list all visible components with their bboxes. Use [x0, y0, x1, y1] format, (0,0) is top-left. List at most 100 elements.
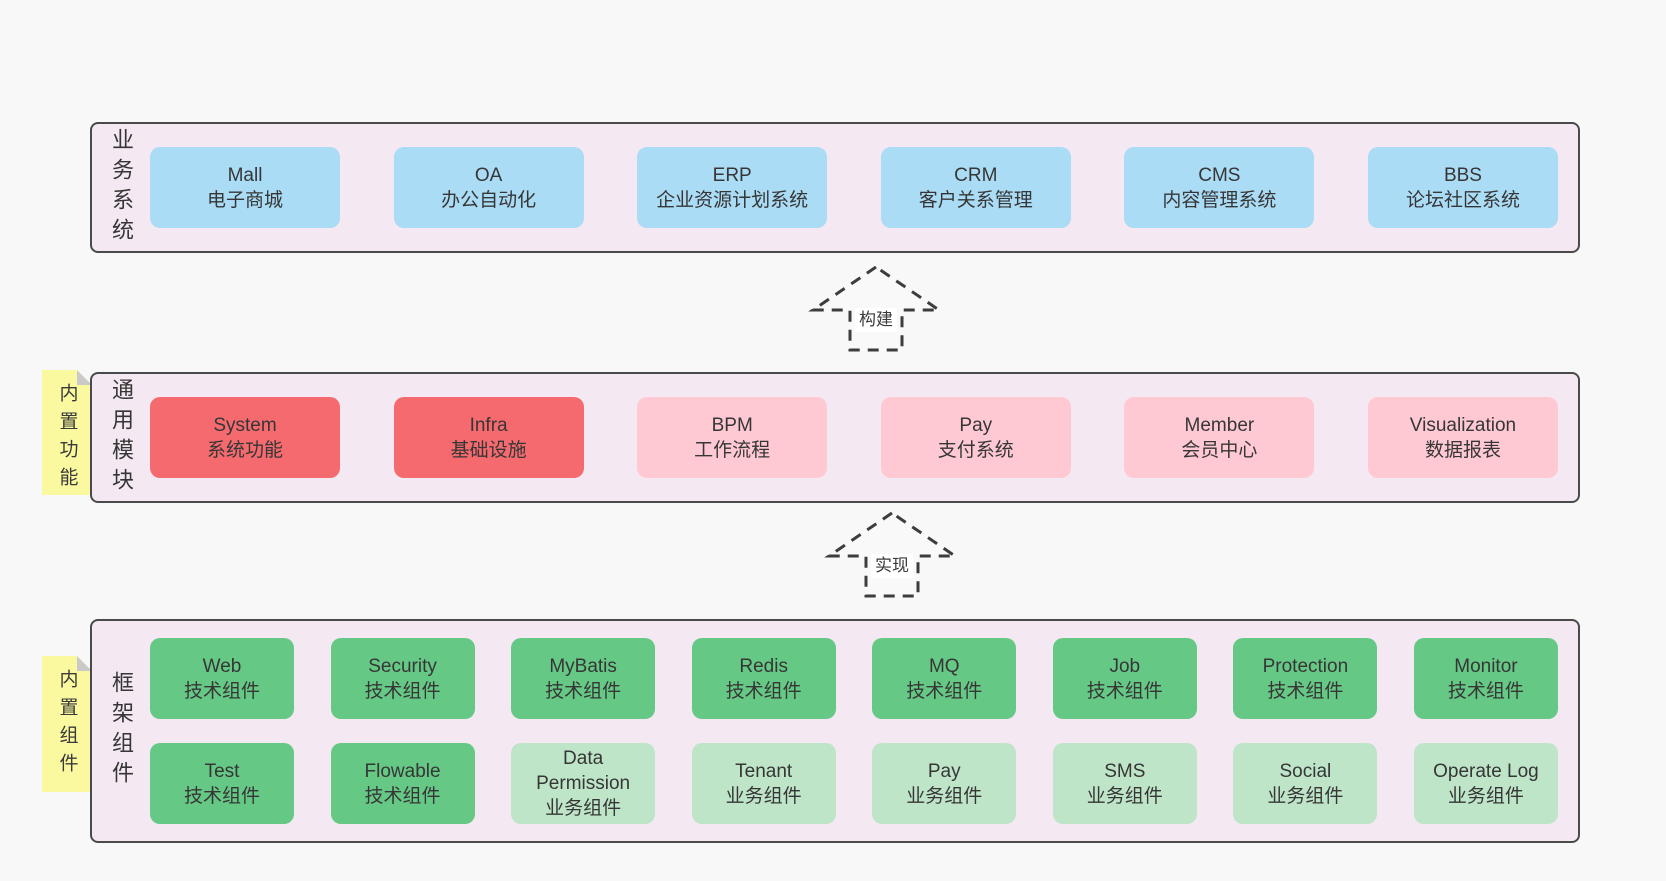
box-title: Visualization	[1409, 414, 1517, 436]
box-title: Web	[202, 655, 242, 677]
box-subtitle: 论坛社区系统	[1405, 189, 1520, 211]
note-built-in-features: 内置功能	[42, 370, 92, 495]
box-subtitle: 业务组件	[1447, 785, 1524, 807]
section-rows: Mall 电子商城 OA 办公自动化 ERP 企业资源计划系统 CRM 客户关系…	[150, 124, 1578, 251]
section-label: 通用模块	[109, 377, 134, 498]
box-subtitle: 电子商城	[206, 189, 283, 211]
box-subtitle: 技术组件	[725, 680, 802, 702]
box-pay-module: Pay 支付系统	[880, 397, 1071, 478]
box-job: Job 技术组件	[1052, 638, 1197, 719]
box-title: Job	[1109, 655, 1141, 677]
box-subtitle: 企业资源计划系统	[656, 189, 809, 211]
box-row: Mall 电子商城 OA 办公自动化 ERP 企业资源计划系统 CRM 客户关系…	[150, 147, 1558, 228]
box-subtitle: 客户关系管理	[918, 189, 1033, 211]
box-subtitle: 数据报表	[1424, 439, 1501, 461]
note-built-in-components: 内置组件	[42, 656, 92, 792]
section-label-column: 框架组件	[92, 621, 150, 841]
box-bbs: BBS 论坛社区系统	[1367, 147, 1558, 228]
box-title: ERP	[712, 164, 752, 186]
section-rows: Web 技术组件 Security 技术组件 MyBatis 技术组件 Redi…	[150, 621, 1578, 841]
box-title: Test	[204, 760, 240, 782]
box-title: MQ	[928, 655, 960, 677]
box-infra: Infra 基础设施	[393, 397, 584, 478]
box-title: System	[213, 414, 277, 436]
box-crm: CRM 客户关系管理	[880, 147, 1071, 228]
box-tenant: Tenant 业务组件	[691, 743, 836, 824]
box-operate-log: Operate Log 业务组件	[1413, 743, 1558, 824]
arrow-build: 构建	[801, 262, 951, 354]
note-label: 内置组件	[56, 669, 78, 781]
box-title: Operate Log	[1433, 760, 1539, 782]
box-protection: Protection 技术组件	[1233, 638, 1378, 719]
section-label: 业务系统	[109, 127, 134, 248]
section-rows: System 系统功能 Infra 基础设施 BPM 工作流程 Pay 支付系统…	[150, 374, 1578, 501]
section-business-systems: 业务系统 Mall 电子商城 OA 办公自动化 ERP 企业资源计划系统 CRM…	[90, 122, 1580, 253]
box-title: Redis	[739, 655, 788, 677]
note-label: 内置功能	[56, 383, 78, 495]
box-title: Mall	[227, 164, 263, 186]
box-title: Infra	[469, 414, 508, 436]
box-subtitle: 办公自动化	[441, 189, 537, 211]
box-subtitle: 技术组件	[183, 785, 260, 807]
box-bpm: BPM 工作流程	[637, 397, 828, 478]
box-subtitle: 会员中心	[1181, 439, 1258, 461]
section-label-column: 通用模块	[92, 374, 150, 501]
box-pay-component: Pay 业务组件	[872, 743, 1017, 824]
box-social: Social 业务组件	[1233, 743, 1378, 824]
box-visualization: Visualization 数据报表	[1367, 397, 1558, 478]
box-title: Data Permission	[536, 748, 631, 794]
section-label-column: 业务系统	[92, 124, 150, 251]
box-cms: CMS 内容管理系统	[1124, 147, 1315, 228]
box-subtitle: 工作流程	[694, 439, 771, 461]
box-subtitle: 技术组件	[1447, 680, 1524, 702]
box-subtitle: 系统功能	[206, 439, 283, 461]
box-web: Web 技术组件	[150, 638, 294, 719]
box-subtitle: 技术组件	[1086, 680, 1163, 702]
box-sms: SMS 业务组件	[1052, 743, 1197, 824]
box-monitor: Monitor 技术组件	[1413, 638, 1558, 719]
box-subtitle: 技术组件	[364, 785, 441, 807]
box-title: Tenant	[735, 760, 793, 782]
box-mall: Mall 电子商城	[150, 147, 340, 228]
box-subtitle: 技术组件	[545, 680, 622, 702]
box-title: CRM	[954, 164, 998, 186]
box-subtitle: 技术组件	[906, 680, 983, 702]
arrow-label: 实现	[871, 554, 913, 578]
box-subtitle: 业务组件	[1086, 785, 1163, 807]
section-label: 框架组件	[109, 671, 134, 791]
box-erp: ERP 企业资源计划系统	[637, 147, 828, 228]
box-subtitle: 内容管理系统	[1162, 189, 1277, 211]
box-subtitle: 业务组件	[725, 785, 802, 807]
box-subtitle: 基础设施	[450, 439, 527, 461]
box-title: Security	[368, 655, 437, 677]
box-mq: MQ 技术组件	[872, 638, 1017, 719]
box-subtitle: 技术组件	[1267, 680, 1344, 702]
box-data-permission: Data Permission 业务组件	[511, 743, 656, 824]
box-title: Monitor	[1454, 655, 1518, 677]
box-title: BPM	[711, 414, 753, 436]
box-subtitle: 业务组件	[1267, 785, 1344, 807]
box-oa: OA 办公自动化	[393, 147, 584, 228]
box-row: Test 技术组件 Flowable 技术组件 Data Permission …	[150, 743, 1558, 824]
arrow-implement: 实现	[817, 508, 967, 600]
box-title: Pay	[959, 414, 993, 436]
box-row: Web 技术组件 Security 技术组件 MyBatis 技术组件 Redi…	[150, 638, 1558, 719]
box-subtitle: 支付系统	[937, 439, 1014, 461]
box-title: CMS	[1198, 164, 1241, 186]
box-title: Pay	[927, 760, 961, 782]
box-title: Protection	[1262, 655, 1349, 677]
section-framework-components: 框架组件 Web 技术组件 Security 技术组件 MyBatis 技术组件…	[90, 619, 1580, 843]
box-title: SMS	[1104, 760, 1146, 782]
box-title: BBS	[1443, 164, 1482, 186]
box-title: OA	[474, 164, 503, 186]
box-flowable: Flowable 技术组件	[330, 743, 475, 824]
box-title: Flowable	[364, 760, 441, 782]
box-title: MyBatis	[549, 655, 617, 677]
box-title: Member	[1184, 414, 1255, 436]
box-subtitle: 业务组件	[545, 798, 622, 819]
box-title: Social	[1279, 760, 1332, 782]
box-member: Member 会员中心	[1124, 397, 1315, 478]
section-common-modules: 通用模块 System 系统功能 Infra 基础设施 BPM 工作流程 Pay…	[90, 372, 1580, 503]
box-row: System 系统功能 Infra 基础设施 BPM 工作流程 Pay 支付系统…	[150, 397, 1558, 478]
